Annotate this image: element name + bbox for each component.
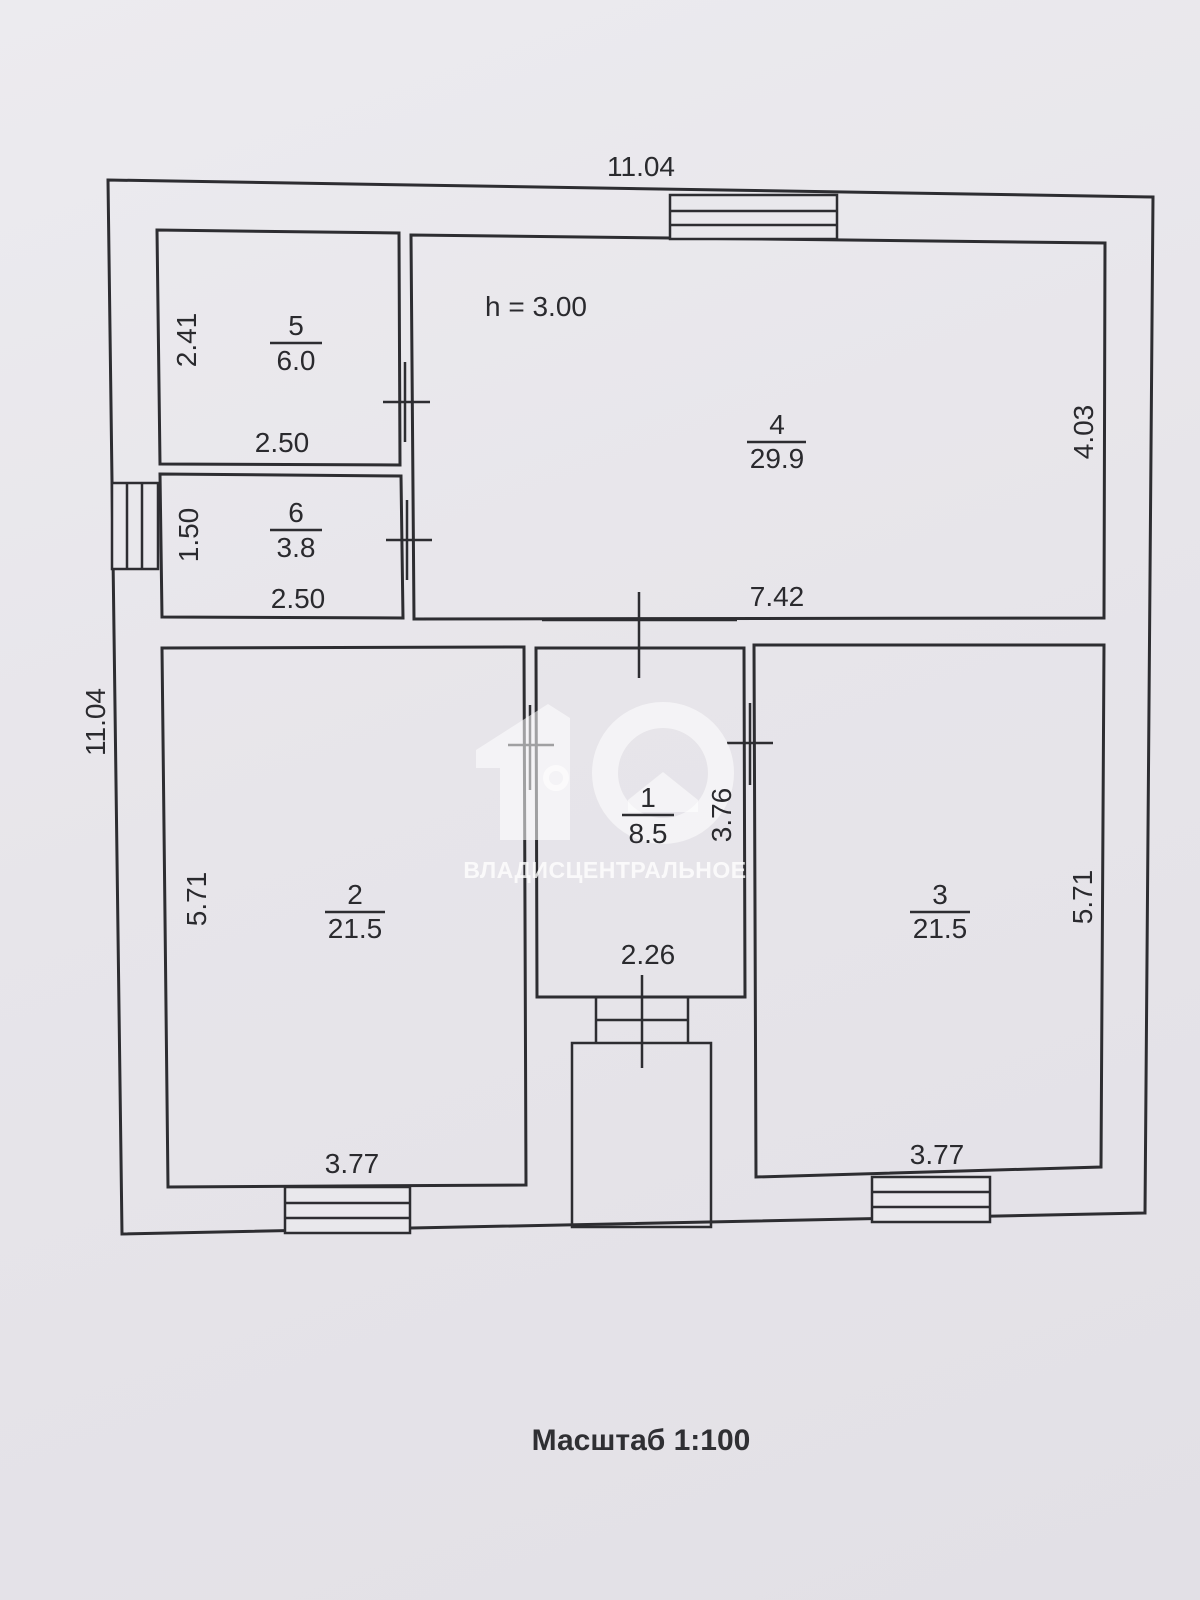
room-3-area: 21.5 bbox=[913, 913, 968, 944]
room-2-width: 3.77 bbox=[325, 1148, 380, 1179]
room-6-width: 2.50 bbox=[271, 583, 326, 614]
room-3-height: 5.71 bbox=[1067, 870, 1098, 925]
room-5-height: 2.41 bbox=[171, 313, 202, 368]
room-6-number: 6 bbox=[288, 497, 304, 528]
outer-width-label: 11.04 bbox=[607, 151, 675, 182]
room-4-outline bbox=[409, 233, 1107, 621]
room-4-height: 4.03 bbox=[1068, 405, 1099, 460]
room-4-area: 29.9 bbox=[750, 443, 805, 474]
room-1-width: 2.26 bbox=[621, 939, 676, 970]
outer-height-label: 11.04 bbox=[80, 688, 111, 756]
room-2-number: 2 bbox=[347, 879, 363, 910]
room-4-width: 7.42 bbox=[750, 581, 805, 612]
door-room-3 bbox=[727, 703, 773, 785]
outer-wall bbox=[106, 178, 1155, 1236]
room-1-height: 3.76 bbox=[706, 788, 737, 843]
room-3-width: 3.77 bbox=[910, 1139, 965, 1170]
room-2-area: 21.5 bbox=[328, 913, 383, 944]
porch-outline bbox=[570, 1041, 713, 1229]
room-5-outline bbox=[155, 228, 402, 467]
room-1-number: 1 bbox=[640, 782, 656, 813]
room-5-width: 2.50 bbox=[255, 427, 310, 458]
window-bottom-left bbox=[283, 1185, 412, 1235]
ceiling-height-label: h = 3.00 bbox=[485, 291, 587, 322]
watermark-logo-icon bbox=[476, 702, 734, 844]
room-3-outline bbox=[752, 643, 1106, 1179]
door-room-6 bbox=[386, 500, 432, 580]
room-6-height: 1.50 bbox=[173, 508, 204, 563]
room-5-number: 5 bbox=[288, 310, 304, 341]
room-5-area: 6.0 bbox=[277, 345, 316, 376]
room-4-number: 4 bbox=[769, 409, 785, 440]
window-bottom-right bbox=[870, 1175, 992, 1224]
watermark-text: ВЛАДИСЦЕНТРАЛЬНОЕ bbox=[463, 857, 746, 883]
door-entrance bbox=[596, 975, 688, 1068]
room-2-outline bbox=[160, 645, 528, 1189]
room-6-area: 3.8 bbox=[277, 532, 316, 563]
room-1-outline bbox=[534, 646, 747, 999]
room-1-area: 8.5 bbox=[629, 818, 668, 849]
door-room-4 bbox=[542, 592, 737, 678]
room-2-height: 5.71 bbox=[181, 872, 212, 927]
window-top bbox=[668, 193, 839, 241]
door-room-5 bbox=[383, 362, 430, 442]
scale-label: Масштаб 1:100 bbox=[532, 1424, 751, 1457]
window-left bbox=[110, 481, 160, 571]
room-3-number: 3 bbox=[932, 879, 948, 910]
room-6-outline bbox=[158, 472, 405, 620]
